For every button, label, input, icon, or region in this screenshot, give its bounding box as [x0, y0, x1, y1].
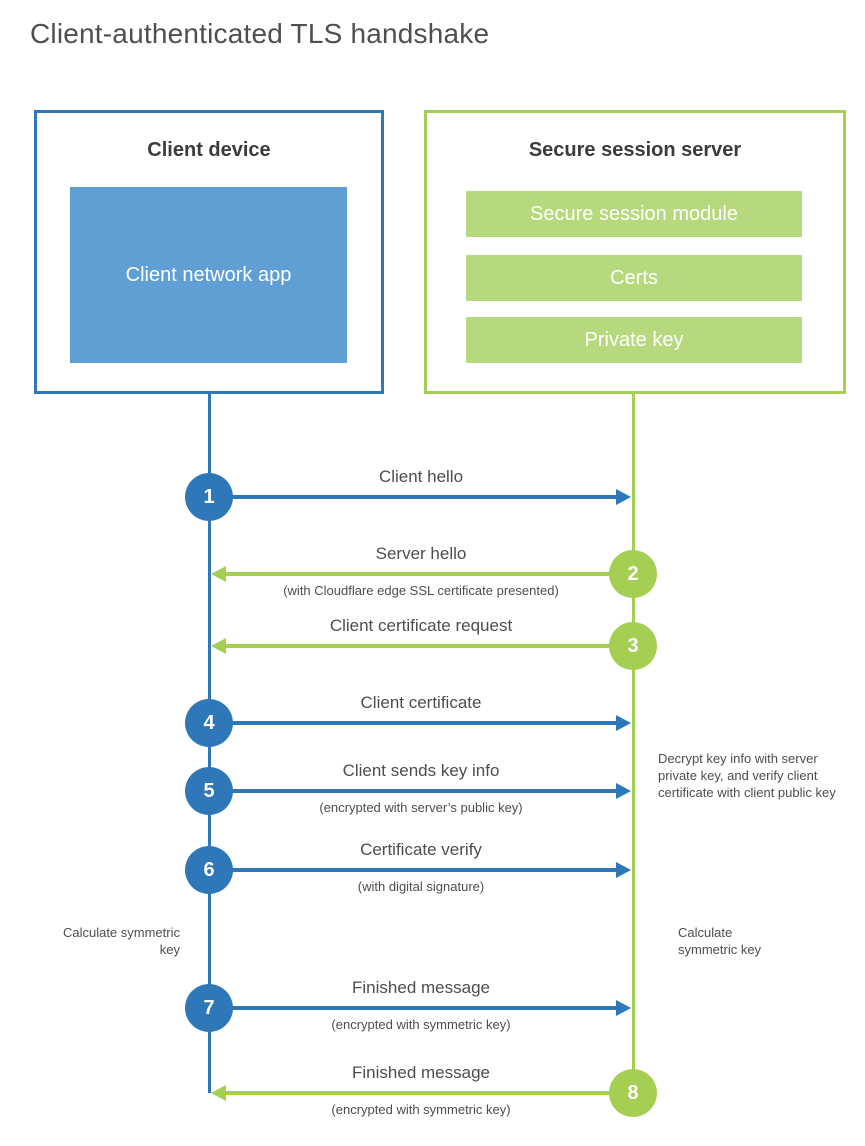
step-8-arrowhead-icon	[211, 1085, 226, 1101]
client-network-app-box: Client network app	[70, 187, 347, 363]
step-3-number: 3	[627, 634, 639, 657]
step-5-label: Client sends key info	[342, 761, 500, 780]
step-7-number: 7	[203, 996, 215, 1019]
step-5-number: 5	[203, 779, 215, 802]
page-title: Client-authenticated TLS handshake	[30, 18, 490, 49]
step-1-number: 1	[203, 485, 215, 508]
step-4-arrow	[231, 721, 617, 725]
step-5-arrowhead-icon	[616, 783, 631, 799]
server-box: Secure session server Secure session mod…	[424, 110, 846, 394]
step-7-label: Finished message	[352, 978, 490, 997]
step-1-label: Client hello	[378, 467, 464, 486]
step-6-badge: 6	[185, 846, 233, 894]
step-2-number: 2	[627, 562, 639, 585]
step-7-arrowhead-icon	[616, 1000, 631, 1016]
step-7-badge: 7	[185, 984, 233, 1032]
step-8-arrow	[224, 1091, 610, 1095]
step-3-arrow	[224, 644, 610, 648]
step-1-badge: 1	[185, 473, 233, 521]
step-6-arrowhead-icon	[616, 862, 631, 878]
client-calculate-symmetric-key-note: Calculate symmetric key	[62, 925, 180, 957]
step-8-badge: 8	[609, 1069, 657, 1117]
client-device-box: Client device Client network app	[34, 110, 384, 394]
step-2-arrowhead-icon	[211, 566, 226, 582]
step-3-badge: 3	[609, 622, 657, 670]
server-module-certs-label: Certs	[610, 266, 658, 289]
step-3-arrowhead-icon	[211, 638, 226, 654]
server-lifeline	[632, 393, 635, 1093]
step-8-label: Finished message	[352, 1063, 490, 1082]
step-6-sublabel: (with digital signature)	[357, 879, 485, 894]
step-7-arrow	[231, 1006, 617, 1010]
step-2-label: Server hello	[375, 544, 467, 563]
step-5-sublabel: (encrypted with server’s public key)	[319, 800, 523, 815]
server-module-private-key-label: Private key	[584, 328, 684, 351]
step-5-badge: 5	[185, 767, 233, 815]
step-5-arrow	[231, 789, 617, 793]
step-2-badge: 2	[609, 550, 657, 598]
server-calculate-symmetric-key-note: Calculate symmetric key	[678, 925, 762, 957]
step-6-arrow	[231, 868, 617, 872]
server-module-certs: Certs	[466, 255, 802, 301]
step-4-label: Client certificate	[360, 693, 482, 712]
step-4-number: 4	[203, 711, 215, 734]
step-1-arrow	[231, 495, 617, 499]
step-2-sublabel: (with Cloudflare edge SSL certificate pr…	[283, 583, 559, 598]
client-device-title: Client device	[147, 139, 271, 161]
step-7-sublabel: (encrypted with symmetric key)	[331, 1017, 511, 1032]
step-4-badge: 4	[185, 699, 233, 747]
client-network-app-label: Client network app	[125, 263, 292, 286]
server-module-secure-session-label: Secure session module	[530, 202, 738, 225]
server-module-secure-session: Secure session module	[466, 191, 802, 237]
step-8-number: 8	[627, 1081, 639, 1104]
server-module-private-key: Private key	[466, 317, 802, 363]
step-6-label: Certificate verify	[360, 840, 482, 859]
step-4-arrowhead-icon	[616, 715, 631, 731]
server-box-title: Secure session server	[528, 139, 742, 161]
step-1-arrowhead-icon	[616, 489, 631, 505]
server-decrypt-note: Decrypt key info with server private key…	[658, 751, 836, 800]
step-8-sublabel: (encrypted with symmetric key)	[331, 1102, 511, 1117]
step-6-number: 6	[203, 858, 215, 881]
step-3-label: Client certificate request	[329, 616, 513, 635]
step-2-arrow	[224, 572, 610, 576]
